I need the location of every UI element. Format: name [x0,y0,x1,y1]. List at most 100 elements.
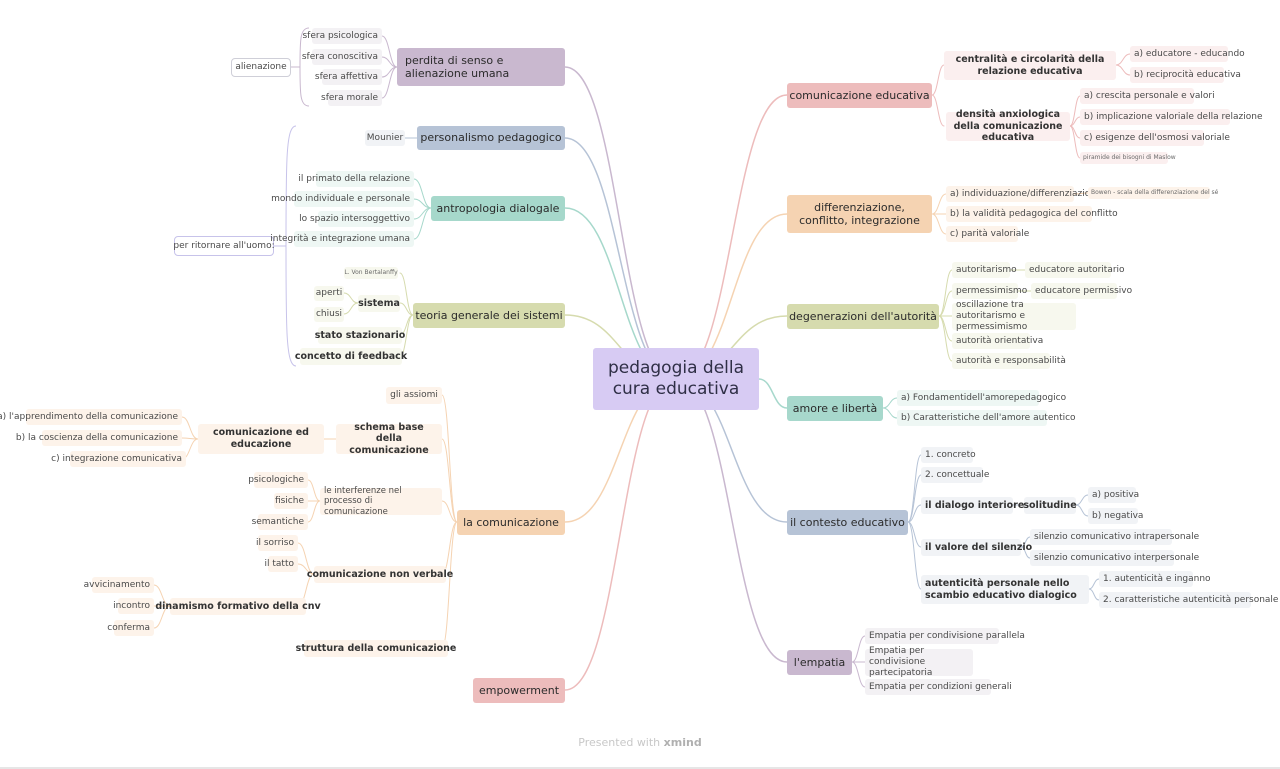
xmind-logo[interactable]: xmind [663,736,702,749]
topic-la-comunicazione[interactable]: la comunicazione [457,510,565,535]
subtopic-dinamismo-formativo[interactable]: dinamismo formativo della cnv [155,598,321,615]
subtopic-solitudine[interactable]: solitudine [1023,497,1077,514]
branch-line [938,315,953,362]
topic-empatia[interactable]: l'empatia [787,650,852,675]
subtopic-avvicinamento[interactable]: avvicinamento [84,577,154,593]
subtopic-empatia-condizioni-generali[interactable]: Empatia per condizioni generali [865,679,1012,695]
subtopic-psicologiche[interactable]: psicologiche [248,472,308,488]
subtopic-individuazione[interactable]: a) individuazione/differenziazione [946,186,1101,202]
subtopic-coscienza-comunicazione[interactable]: b) la coscienza della comunicazione [16,430,182,446]
topic-comunicazione-educativa[interactable]: comunicazione educativa [787,83,932,108]
subtopic-incontro[interactable]: incontro [113,598,154,614]
subtopic-sfera-morale[interactable]: sfera morale [321,90,382,106]
subtopic-apprendimento-comunicazione[interactable]: a) l'apprendimento della comunicazione [0,409,182,425]
branch-line [907,521,922,590]
topic-amore-e-liberta[interactable]: amore e libertà [787,396,883,421]
topic-contesto-educativo[interactable]: il contesto educativo [787,510,908,535]
callout-per-ritornare-all-uomo[interactable]: per ritornare all'uomo: [173,236,275,256]
topic-empowerment[interactable]: empowerment [473,678,565,703]
branch-line [1088,588,1100,601]
topic-antropologia-dialogale[interactable]: antropologia dialogale [431,196,565,221]
branch-line [851,635,866,663]
subtopic-aperti[interactable]: aperti [314,286,344,301]
subtopic-chiusi[interactable]: chiusi [314,307,344,322]
subtopic-educatore-permissivo[interactable]: educatore permissivo [1031,283,1132,299]
root-line-comunicazione-educativa [676,94,788,380]
subtopic-positiva[interactable]: a) positiva [1088,487,1139,503]
subtopic-autorita-orientativa[interactable]: autorità orientativa [952,333,1043,349]
branch-line [1115,53,1131,66]
topic-perdita-di-senso[interactable]: perdita di senso e alienazione umana [397,48,565,86]
topic-degenerazioni-autorita[interactable]: degenerazioni dell'autorità [787,304,939,329]
topic-personalismo-pedagogico[interactable]: personalismo pedagogico [417,126,565,150]
topic-teoria-generale-sistemi[interactable]: teoria generale dei sistemi [413,303,565,328]
subtopic-sfera-psicologica[interactable]: sfera psicologica [302,28,382,44]
subtopic-parita-valoriale[interactable]: c) parità valoriale [946,226,1029,242]
subtopic-densita-anxiologica[interactable]: densità anxiologica della comunicazione … [946,109,1070,143]
subtopic-fisiche[interactable]: fisiche [274,493,308,509]
root-topic[interactable]: pedagogia della cura educativa [593,348,759,410]
subtopic-mondo-individuale[interactable]: mondo individuale e personale [271,191,414,207]
subtopic-permessimismo[interactable]: permessimismo [952,283,1027,299]
subtopic-validita-conflitto[interactable]: b) la validità pedagogica del conflitto [946,206,1118,222]
subtopic-schema-base[interactable]: schema base della comunicazione [336,422,442,456]
subtopic-sfera-conoscitiva[interactable]: sfera conoscitiva [302,49,382,65]
subtopic-empatia-partecipatoria[interactable]: Empatia per condivisione partecipatoria [865,646,973,678]
subtopic-bowen[interactable]: Bowen - scala della differenziazione del… [1088,187,1218,199]
subtopic-integrita-integrazione[interactable]: integrità e integrazione umana [270,231,414,247]
subtopic-autorita-responsabilita[interactable]: autorità e responsabilità [952,353,1066,369]
subtopic-caratteristiche-amore[interactable]: b) Caratteristiche dell'amore autentico [897,410,1076,426]
subtopic-semantiche[interactable]: semantiche [252,514,308,530]
subtopic-autoritarismo[interactable]: autoritarismo [952,262,1017,278]
subtopic-comunicazione-ed-educazione[interactable]: comunicazione ed educazione [198,424,324,454]
subtopic-von-bertalanffy[interactable]: L. Von Bertalanffy [344,267,398,279]
subtopic-educatore-educando[interactable]: a) educatore - educando [1130,46,1245,62]
subtopic-mounier[interactable]: Mounier [365,130,405,146]
subtopic-silenzio-interpersonale[interactable]: silenzio comunicativo interpersonale [1030,550,1199,566]
subtopic-centralita-circolarita[interactable]: centralità e circolarità della relazione… [944,51,1116,80]
subtopic-concetto-feedback[interactable]: concetto di feedback [295,348,407,365]
subtopic-valore-silenzio[interactable]: il valore del silenzio [921,539,1032,556]
subtopic-sfera-affettiva[interactable]: sfera affettiva [315,69,382,85]
subtopic-dialogo-interiore[interactable]: il dialogo interiore [921,497,1024,514]
subtopic-integrazione-comunicativa[interactable]: c) integrazione comunicativa [51,451,186,467]
callout-alienazione[interactable]: alienazione [231,58,291,77]
subtopic-crescita-personale[interactable]: a) crescita personale e valori [1080,88,1215,104]
subtopic-struttura-comunicazione[interactable]: struttura della comunicazione [296,640,456,657]
subtopic-negativa[interactable]: b) negativa [1088,508,1143,524]
topic-differenziazione[interactable]: differenziazione, conflitto, integrazion… [787,195,932,233]
subtopic-spazio-intersoggettivo[interactable]: lo spazio intersoggettivo [299,211,414,227]
subtopic-primato-relazione[interactable]: il primato della relazione [298,171,414,187]
subtopic-concreto[interactable]: 1. concreto [921,447,976,463]
subtopic-educatore-autoritario[interactable]: educatore autoritario [1025,262,1125,278]
subtopic-conferma[interactable]: conferma [107,620,154,636]
subtopic-empatia-parallela[interactable]: Empatia per condivisione parallela [865,628,1025,644]
subtopic-sistema[interactable]: sistema [358,295,400,312]
subtopic-implicazione-valoriale[interactable]: b) implicazione valoriale della relazion… [1080,109,1262,125]
subtopic-il-sorriso[interactable]: il sorriso [256,535,298,551]
subtopic-fondamenti-amore[interactable]: a) Fondamentidell'amorepedagogico [897,390,1066,406]
branch-line [1069,95,1081,127]
subtopic-esigenze-osmosi[interactable]: c) esigenze dell'osmosi valoriale [1080,130,1230,146]
subtopic-concettuale[interactable]: 2. concettuale [921,467,989,483]
subtopic-piramide-maslow[interactable]: piramide dei bisogni di Maslow [1080,152,1176,164]
subtopic-reciprocita-educativa[interactable]: b) reciprocità educativa [1130,67,1241,83]
subtopic-comunicazione-non-verbale[interactable]: comunicazione non verbale [307,566,453,583]
subtopic-oscillazione[interactable]: oscillazione tra autoritarismo e permess… [952,300,1076,332]
branch-line [381,35,398,68]
subtopic-stato-stazionario[interactable]: stato stazionario [315,327,405,344]
subtopic-silenzio-intrapersonale[interactable]: silenzio comunicativo intrapersonale [1030,529,1199,545]
root-line-perdita [564,66,676,380]
subtopic-gli-assiomi[interactable]: gli assiomi [386,387,442,404]
branch-line [343,302,359,315]
subtopic-autenticita-inganno[interactable]: 1. autenticità e inganno [1099,571,1211,587]
subtopic-il-tatto[interactable]: il tatto [265,556,298,572]
subtopic-interferenze[interactable]: le interferenze nel processo di comunica… [320,486,442,517]
branch-line [1020,546,1031,559]
branch-line [1069,116,1081,127]
subtopic-autenticita-personale[interactable]: autenticità personale nello scambio educ… [921,575,1089,604]
subtopic-caratteristiche-autenticita[interactable]: 2. caratteristiche autenticità personale [1099,592,1278,608]
branch-line [297,542,315,575]
branch-line [931,213,947,235]
